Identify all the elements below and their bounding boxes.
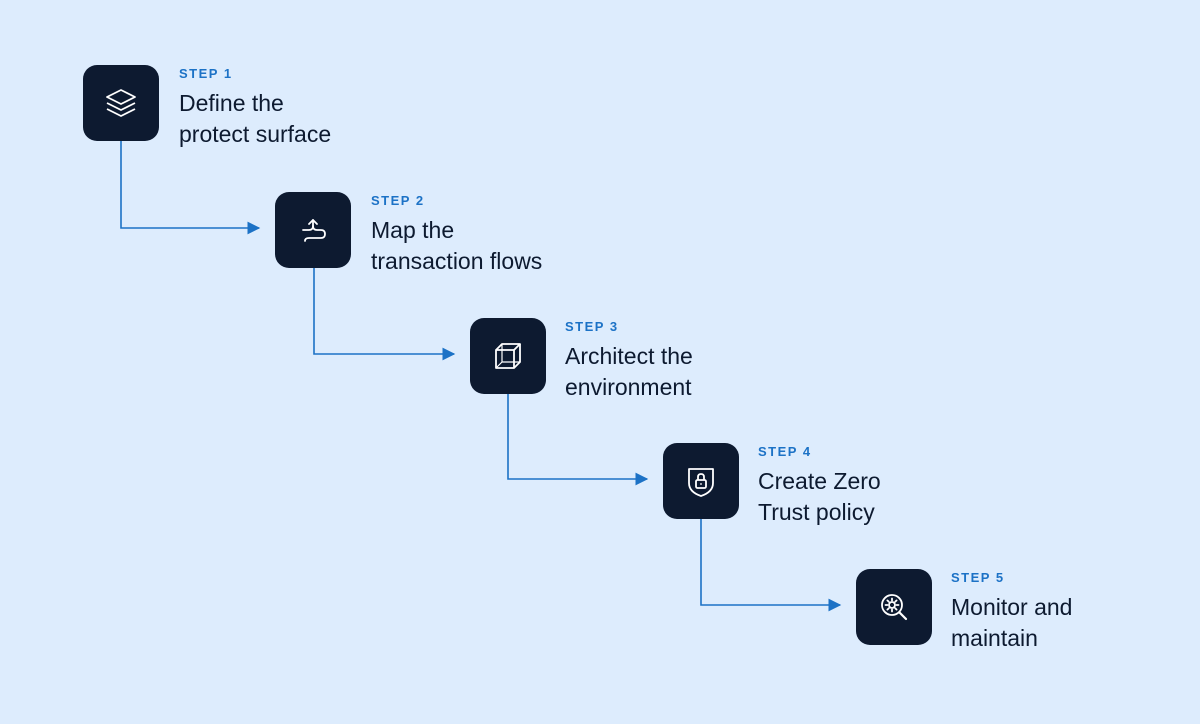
step-4-title: Create Zero Trust policy: [758, 468, 881, 525]
step-2-icon-tile: [275, 192, 351, 268]
connector-step1-to-step2: [120, 141, 261, 235]
step-5-title: Monitor and maintain: [951, 594, 1073, 651]
step-2-label: STEP 2: [371, 193, 425, 208]
step-3-title: Architect the environment: [565, 343, 693, 400]
step-4-label: STEP 4: [758, 444, 812, 459]
connector-step2-to-step3: [313, 268, 456, 361]
step-3-icon-tile: [470, 318, 546, 394]
step-1-label: STEP 1: [179, 66, 233, 81]
layers-icon: [106, 89, 136, 117]
flow-path-icon: [302, 219, 326, 242]
connector-step4-to-step5: [700, 519, 842, 612]
step-4: STEP 4 Create Zero Trust policy: [758, 444, 1018, 528]
step-5-icon-tile: [856, 569, 932, 645]
step-3-label: STEP 3: [565, 319, 619, 334]
step-3: STEP 3 Architect the environment: [565, 319, 825, 403]
step-1: STEP 1 Define the protect surface: [179, 66, 439, 150]
connector-step3-to-step4: [507, 394, 649, 486]
cube-icon: [495, 343, 521, 369]
step-5-label: STEP 5: [951, 570, 1005, 585]
step-4-icon-tile: [663, 443, 739, 519]
search-gear-icon: [881, 594, 908, 621]
step-2: STEP 2 Map the transaction flows: [371, 193, 631, 277]
step-5: STEP 5 Monitor and maintain: [951, 570, 1200, 654]
step-2-title: Map the transaction flows: [371, 217, 543, 274]
shield-lock-icon: [688, 468, 714, 497]
step-1-icon-tile: [83, 65, 159, 141]
step-1-title: Define the protect surface: [179, 90, 332, 147]
